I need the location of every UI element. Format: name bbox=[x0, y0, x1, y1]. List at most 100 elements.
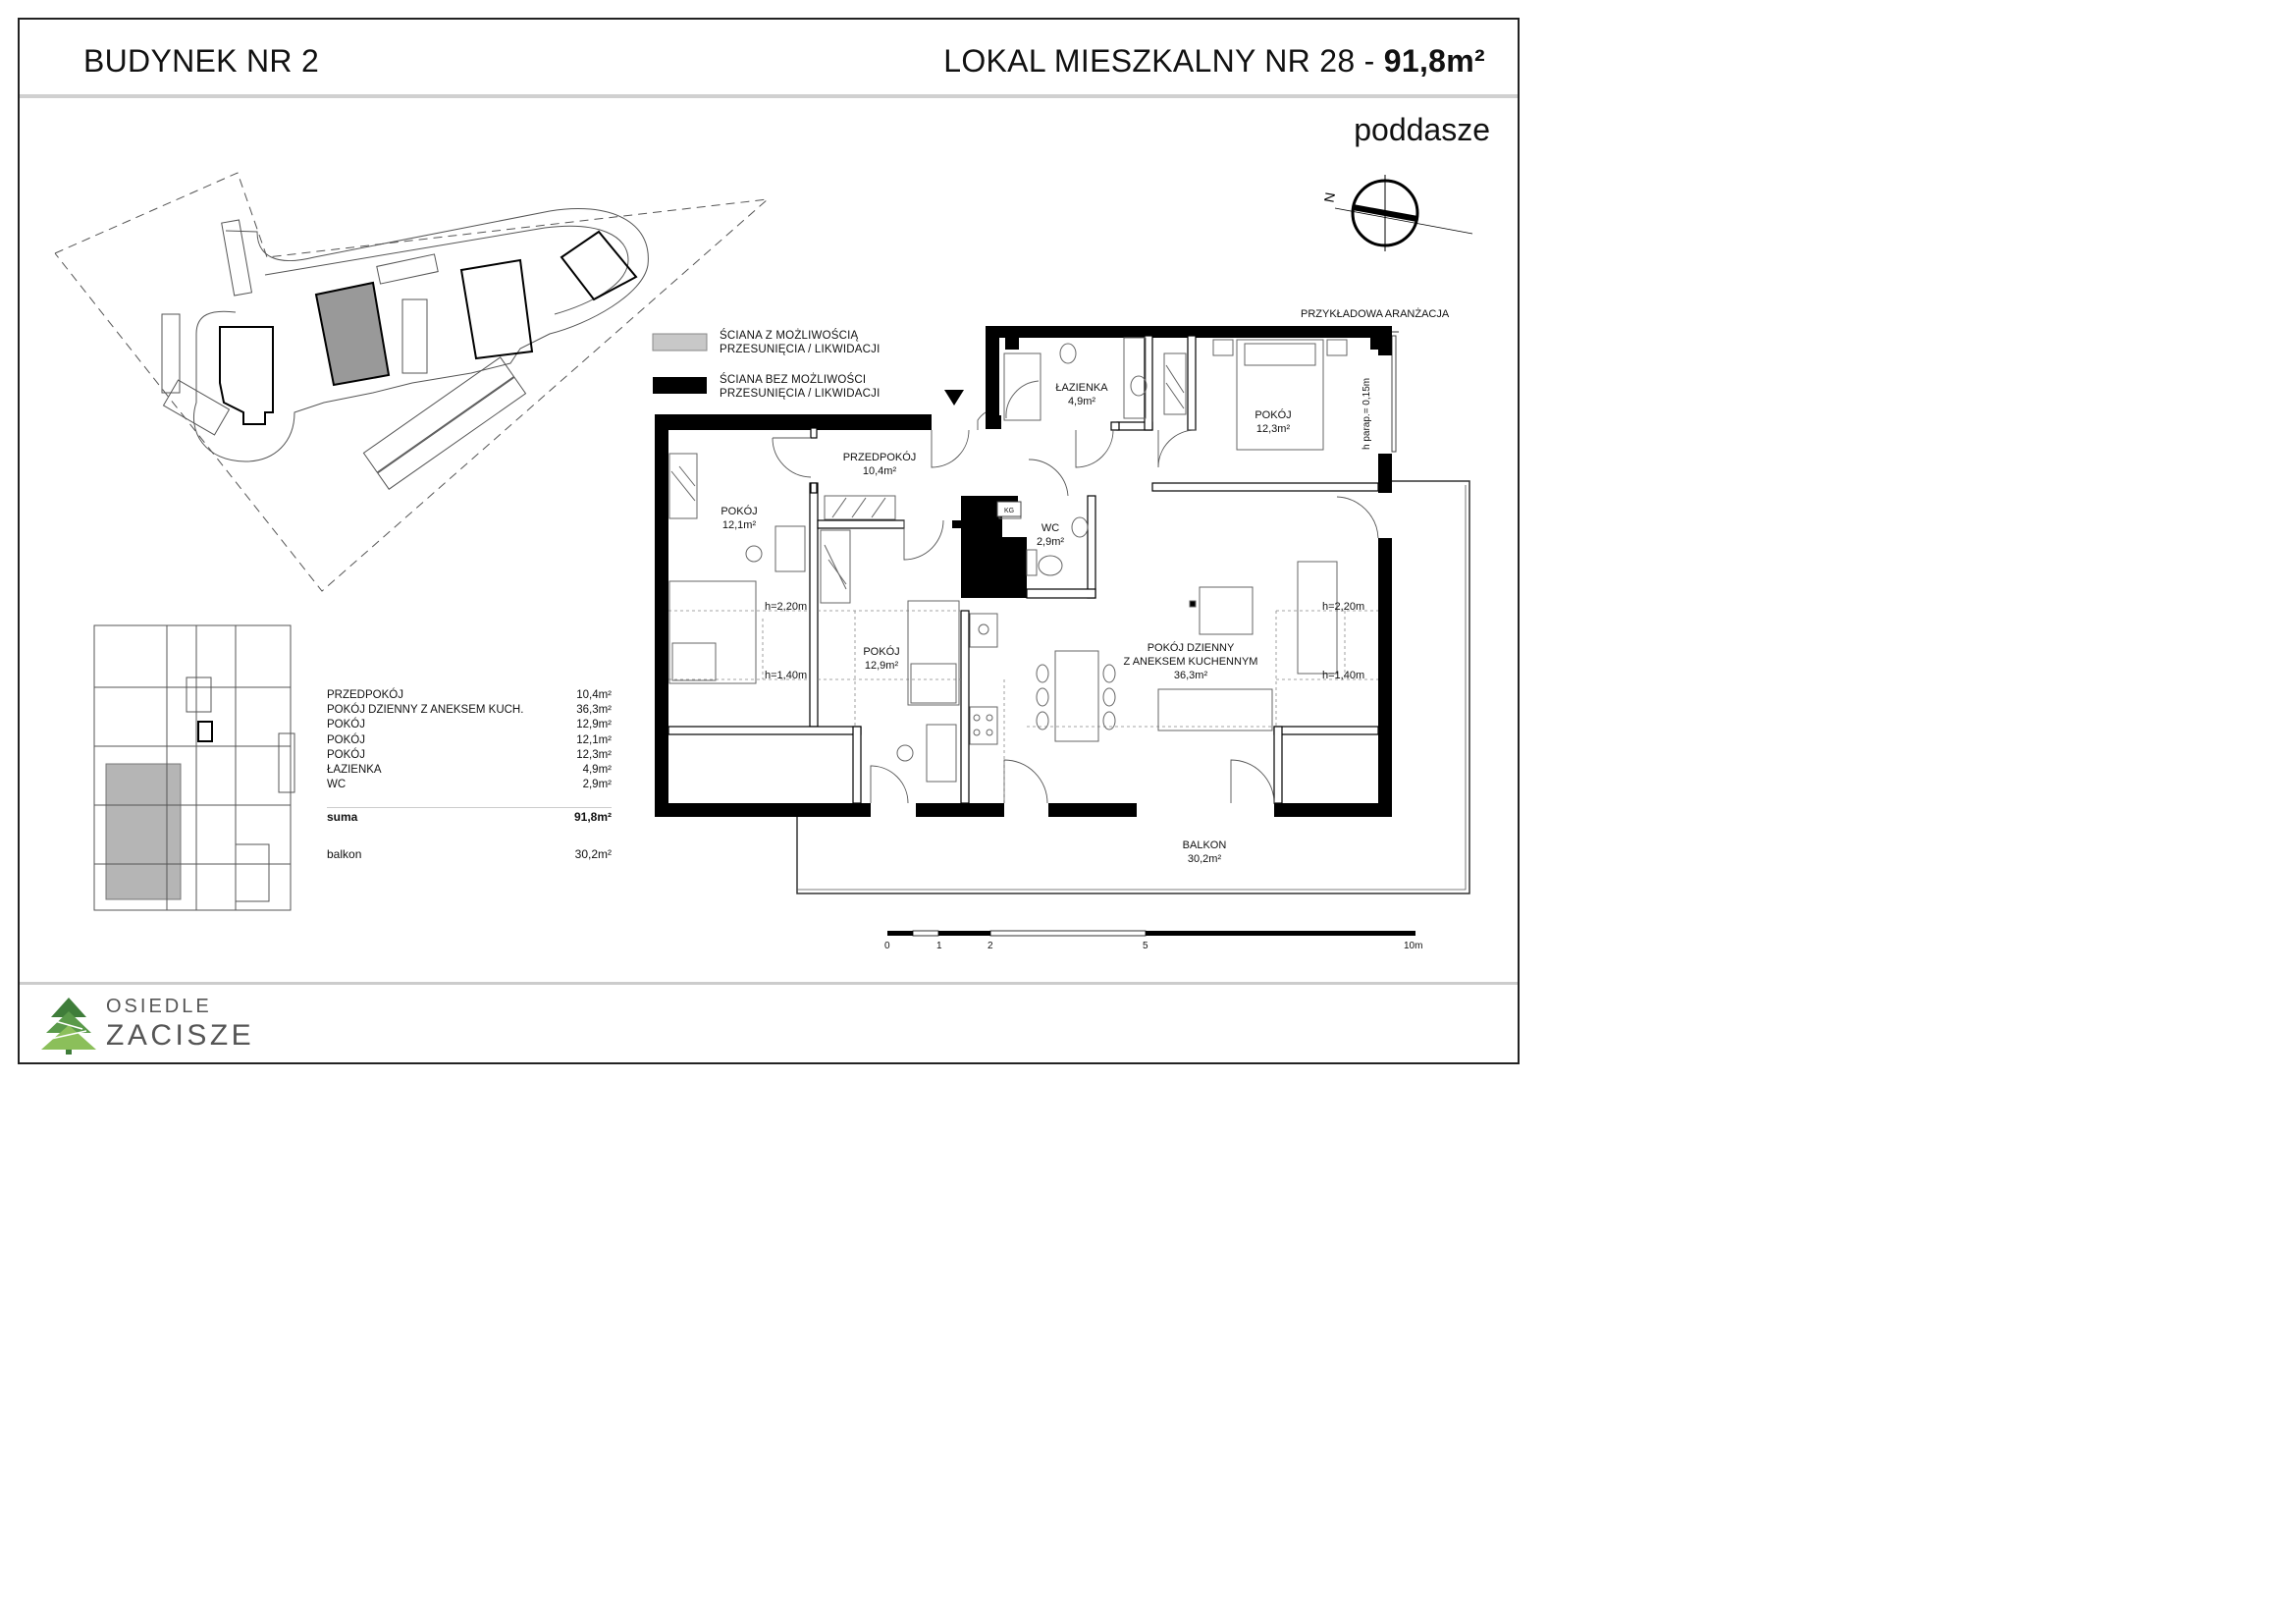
area-table-room: POKÓJ bbox=[327, 719, 365, 731]
site-plan bbox=[54, 172, 770, 592]
site-road bbox=[192, 207, 649, 462]
room-area-hall: 10,4m² bbox=[863, 465, 897, 477]
scale-tick-2: 2 bbox=[988, 941, 993, 951]
room-label-living-2: Z ANEKSEM KUCHENNYM bbox=[1124, 656, 1258, 668]
unit-title-prefix: LOKAL MIESZKALNY NR 28 - bbox=[943, 43, 1384, 79]
area-table: PRZEDPOKÓJ 10,4m² POKÓJ DZIENNY Z ANEKSEM … bbox=[327, 689, 612, 863]
area-table-row: POKÓJ 12,9m² bbox=[327, 719, 612, 733]
parking-strip bbox=[221, 219, 253, 297]
area-table-room: POKÓJ bbox=[327, 748, 365, 761]
logo-line2: ZACISZE bbox=[106, 1019, 255, 1052]
area-table-area: 12,1m² bbox=[576, 733, 612, 746]
floor-plan: PRZEDPOKÓJ 10,4m² POKÓJ 12,1m² POKÓJ 12,… bbox=[655, 307, 1470, 894]
legend-movable-line1: ŚCIANA Z MOŻLIWOŚCIĄ bbox=[720, 330, 859, 342]
area-table-area: 10,4m² bbox=[576, 689, 612, 701]
site-building-4 bbox=[560, 230, 638, 301]
floor-label: poddasze bbox=[1354, 112, 1490, 147]
door-swings bbox=[772, 411, 1379, 804]
compass-north-label: N bbox=[1321, 191, 1339, 204]
room-area-room-123: 12,3m² bbox=[1256, 423, 1291, 435]
legend-movable: ŚCIANA Z MOŻLIWOŚCIĄ PRZESUNIĘCIA / LIKW… bbox=[720, 329, 880, 356]
room-area-balcony: 30,2m² bbox=[1188, 853, 1222, 865]
room-label-room-123: POKÓJ bbox=[1255, 408, 1291, 421]
room-label-room-129: POKÓJ bbox=[863, 645, 899, 658]
area-table-balcony-label: balkon bbox=[327, 847, 362, 862]
area-table-room: ŁAZIENKA bbox=[327, 763, 382, 776]
area-table-sum-value: 91,8m² bbox=[573, 810, 612, 825]
area-table-room: WC bbox=[327, 779, 347, 791]
scale-tick-0: 0 bbox=[884, 941, 890, 951]
key-plan bbox=[93, 624, 295, 911]
sheet-frame bbox=[18, 18, 1520, 1064]
example-arrangement-label: PRZYKŁADOWA ARANŻACJA bbox=[1301, 307, 1450, 320]
site-building-2-highlight bbox=[314, 281, 391, 387]
area-table-room: PRZEDPOKÓJ bbox=[327, 689, 403, 701]
area-table-area: 12,9m² bbox=[576, 719, 612, 731]
unit-title: LOKAL MIESZKALNY NR 28 - 91,8m² bbox=[943, 43, 1485, 80]
parapet-height-label: h parap.= 0,15m bbox=[1362, 378, 1372, 450]
legend-fixed-line2: PRZESUNIĘCIA / LIKWIDACJI bbox=[720, 388, 881, 400]
area-table-balcony-value: 30,2m² bbox=[574, 847, 612, 862]
header-rule bbox=[20, 94, 1518, 98]
room-area-wc: 2,9m² bbox=[1037, 536, 1064, 548]
room-label-balcony: BALKON bbox=[1183, 839, 1227, 851]
furniture bbox=[668, 337, 1348, 783]
room-area-bathroom: 4,9m² bbox=[1068, 396, 1095, 407]
room-label-room-121: POKÓJ bbox=[721, 505, 757, 517]
area-table-area: 2,9m² bbox=[582, 779, 612, 791]
area-table-row: WC 2,9m² bbox=[327, 779, 612, 793]
height-140-left: h=1,40m bbox=[765, 670, 807, 681]
footer-rule bbox=[20, 982, 1518, 985]
site-building-1 bbox=[219, 326, 274, 425]
legend-fixed-swatch bbox=[653, 377, 707, 394]
parking-strip bbox=[401, 298, 428, 374]
area-table-sum-label: suma bbox=[327, 810, 358, 825]
room-area-living: 36,3m² bbox=[1174, 670, 1208, 681]
site-road-inner bbox=[264, 225, 629, 315]
legend-movable-line2: PRZESUNIĘCIA / LIKWIDACJI bbox=[720, 344, 881, 355]
room-label-living-1: POKÓJ DZIENNY bbox=[1148, 641, 1235, 654]
room-label-hall: PRZEDPOKÓJ bbox=[843, 451, 917, 463]
scale-tick-1: 1 bbox=[936, 941, 942, 951]
area-table-row: ŁAZIENKA 4,9m² bbox=[327, 764, 612, 779]
parking-strip bbox=[376, 253, 439, 285]
area-table-sum: suma 91,8m² bbox=[327, 810, 612, 834]
kg-box bbox=[996, 501, 1022, 517]
area-table-separator bbox=[327, 807, 612, 809]
height-140-right: h=1,40m bbox=[1322, 670, 1364, 681]
area-table-area: 4,9m² bbox=[582, 763, 612, 776]
room-area-room-121: 12,1m² bbox=[722, 519, 757, 531]
area-table-room: POKÓJ bbox=[327, 733, 365, 746]
room-area-room-129: 12,9m² bbox=[865, 660, 899, 672]
area-table-row: POKÓJ 12,1m² bbox=[327, 734, 612, 749]
window-frame bbox=[1391, 335, 1397, 453]
area-table-balcony: balkon 30,2m² bbox=[327, 847, 612, 862]
area-table-area: 36,3m² bbox=[576, 704, 612, 717]
logo-tree-icon bbox=[41, 998, 96, 1055]
area-table-row: POKÓJ 12,3m² bbox=[327, 749, 612, 764]
area-table-area: 12,3m² bbox=[576, 748, 612, 761]
parking-strip bbox=[162, 379, 231, 436]
site-building-3 bbox=[459, 258, 534, 360]
site-boundary bbox=[54, 172, 770, 592]
kg-label: KG bbox=[1004, 508, 1014, 514]
balcony-outline bbox=[796, 480, 1470, 894]
area-table-row: POKÓJ DZIENNY Z ANEKSEM KUCH.36,3m² bbox=[327, 704, 612, 719]
legend-fixed-line1: ŚCIANA BEZ MOŻLIWOŚCI bbox=[720, 374, 867, 386]
scale-tick-5: 5 bbox=[1143, 941, 1148, 951]
unit-area: 91,8m² bbox=[1383, 43, 1485, 79]
scale-tick-10: 10m bbox=[1404, 941, 1422, 951]
fixed-walls bbox=[655, 326, 1392, 817]
scale-bar: 0 1 2 5 10m bbox=[884, 930, 1422, 951]
entrance-arrow bbox=[944, 390, 964, 406]
legend-fixed: ŚCIANA BEZ MOŻLIWOŚCI PRZESUNIĘCIA / LIK… bbox=[720, 373, 880, 401]
height-220-left: h=2,20m bbox=[765, 601, 807, 613]
room-label-wc: WC bbox=[1041, 522, 1059, 534]
slope-lines bbox=[668, 610, 1378, 803]
room-labels: PRZEDPOKÓJ 10,4m² POKÓJ 12,1m² POKÓJ 12,… bbox=[721, 382, 1291, 865]
parking-strip bbox=[161, 313, 181, 394]
light-walls bbox=[667, 335, 1379, 804]
drawing-layer: N bbox=[41, 172, 1473, 1055]
parking-diagonal bbox=[362, 356, 527, 490]
balcony-outline-inner bbox=[797, 485, 1467, 891]
